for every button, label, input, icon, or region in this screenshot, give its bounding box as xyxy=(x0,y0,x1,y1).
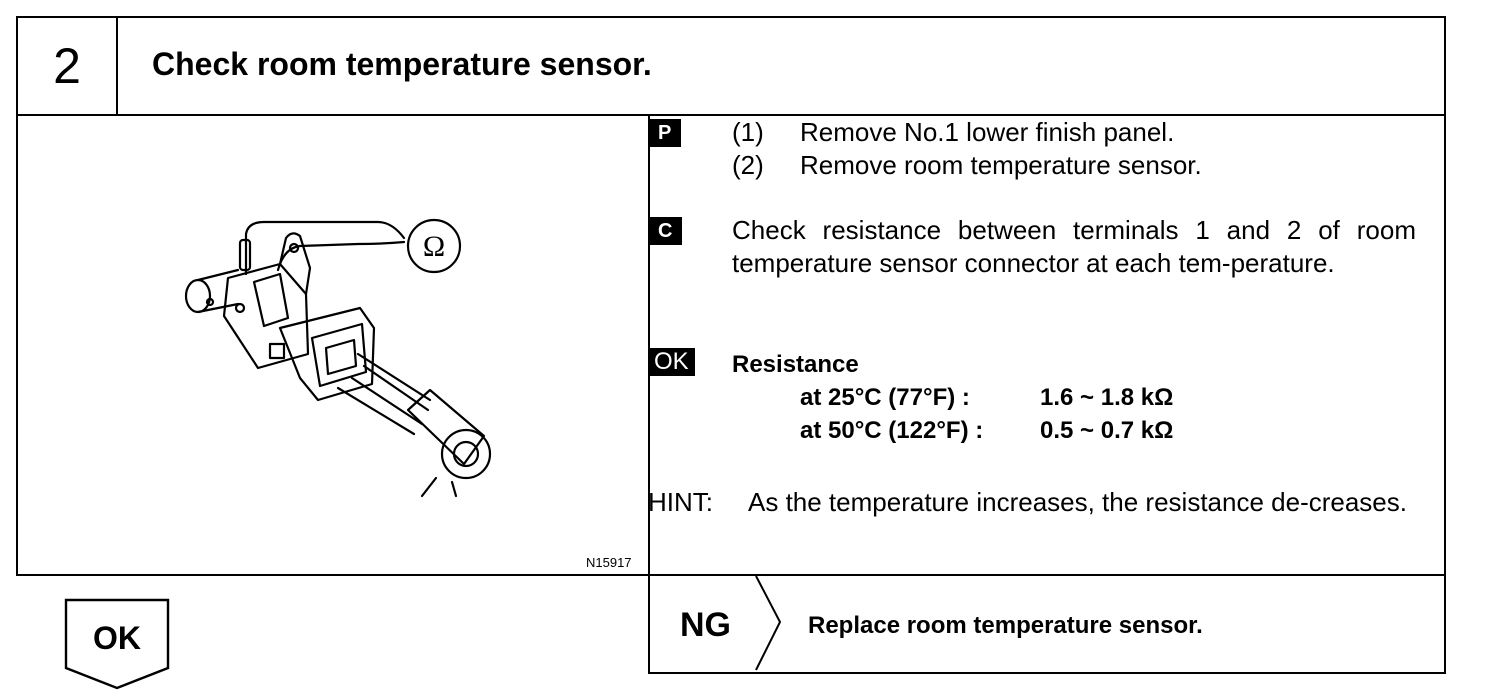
ng-result-box: NG Replace room temperature sensor. xyxy=(648,575,1446,674)
spec-condition-2: at 50°C (122°F) : xyxy=(800,417,984,444)
spec-label: Resistance xyxy=(732,351,859,378)
ohm-symbol: Ω xyxy=(423,230,445,263)
connector-housing xyxy=(278,306,376,402)
cylinder-end xyxy=(184,278,212,314)
header-divider xyxy=(18,114,1444,116)
p-item-2-text: Remove room temperature sensor. xyxy=(800,150,1202,180)
ok-result-box xyxy=(64,598,170,690)
probe-lead-2 xyxy=(276,240,406,272)
ng-label: NG xyxy=(680,606,731,644)
ohmmeter-icon xyxy=(406,218,462,274)
spec-value-1: 1.6 ~ 1.8 kΩ xyxy=(1040,384,1174,411)
grommet xyxy=(440,428,492,480)
p-item-2-num: (2) xyxy=(732,150,764,180)
tag-c: C xyxy=(648,217,683,245)
p-item-1-text: Remove No.1 lower finish panel. xyxy=(800,117,1175,147)
wire-boot xyxy=(406,388,486,466)
tag-p: P xyxy=(648,119,682,147)
figure-id: N15917 xyxy=(586,555,632,570)
step-title: Check room temperature sensor. xyxy=(152,46,652,82)
ng-action-text: Replace room temperature sensor. xyxy=(808,612,1203,639)
tag-ok: OK xyxy=(648,348,695,376)
p-item-1-num: (1) xyxy=(732,117,764,147)
hint-label: HINT: xyxy=(648,487,713,517)
sensor-illustration: Ω xyxy=(184,218,492,498)
step-frame: 2 Check room temperature sensor. xyxy=(16,16,1446,576)
check-instruction: Check resistance between terminals 1 and… xyxy=(732,215,1416,278)
probe-lead-1 xyxy=(244,220,406,276)
wire-harness xyxy=(336,352,432,436)
hint-text: As the temperature increases, the resist… xyxy=(748,487,1407,517)
spec-value-2: 0.5 ~ 0.7 kΩ xyxy=(1040,417,1174,444)
ok-result-label: OK xyxy=(93,620,141,656)
ng-chevron-icon xyxy=(755,575,782,671)
spec-condition-1: at 25°C (77°F) : xyxy=(800,384,970,411)
step-number: 2 xyxy=(18,18,118,114)
column-divider xyxy=(648,116,650,574)
sensor-body xyxy=(222,262,310,370)
probe-tip-1 xyxy=(238,238,252,272)
